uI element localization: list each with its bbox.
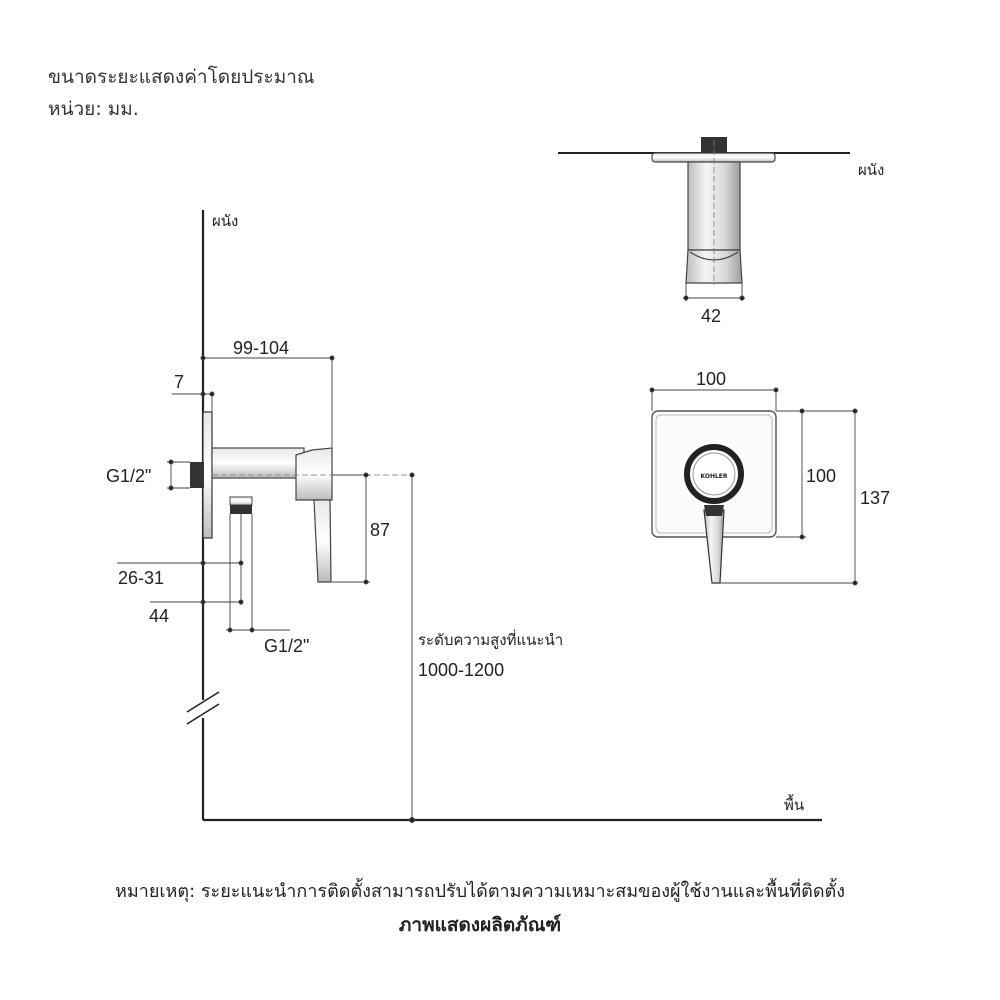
valve-top-view (558, 137, 850, 285)
lever-front (703, 509, 725, 584)
dim-depth: 99-104 (233, 338, 289, 358)
break-mark-1 (186, 691, 220, 713)
dimension-lines-top (683, 283, 745, 301)
valve-front-view: KOHLER (651, 410, 777, 584)
floor-label: พื้น (784, 794, 804, 814)
wall-label-side: ผนัง (212, 212, 238, 230)
recommended-height-label: ระดับความสูงที่แนะนำ (418, 629, 563, 649)
cover-plate-side (202, 411, 213, 539)
dim-inlet-thread: G1/2" (106, 466, 151, 486)
break-mark-2 (186, 703, 220, 725)
dim-plate-height: 100 (806, 466, 836, 486)
dim-outlet-distance: 44 (149, 606, 169, 626)
dim-outlet-thread: G1/2" (264, 636, 309, 656)
installation-note: หมายเหตุ: ระยะแนะนำการติดตั้งสามารถปรับไ… (115, 881, 845, 902)
header-approx-note: ขนาดระยะแสดงค่าโดยประมาณ (48, 66, 315, 88)
outlet-connector (230, 505, 252, 514)
dimension-lines-front (649, 387, 858, 586)
dim-plate-width: 100 (696, 369, 726, 389)
outlet-nut (229, 496, 253, 506)
brand-logo: KOHLER (700, 473, 727, 480)
handle-ring (684, 444, 744, 504)
dim-total-height: 137 (860, 488, 890, 508)
recommended-height-value: 1000-1200 (418, 660, 504, 680)
valve-side-view (190, 411, 415, 583)
cover-plate-top (651, 152, 776, 163)
figure-caption: ภาพแสดงผลิตภัณฑ์ (398, 914, 562, 936)
dim-top-width: 42 (701, 306, 721, 326)
dimension-lines-side (117, 355, 415, 823)
inlet-connector (190, 462, 204, 488)
handle-hub (295, 447, 333, 501)
dim-outlet-offset: 26-31 (118, 568, 164, 588)
wall-label-top: ผนัง (858, 161, 884, 179)
header-unit-note: หน่วย: มม. (48, 98, 139, 120)
dim-plate-thickness: 7 (174, 372, 184, 392)
lever-side (313, 499, 332, 583)
valve-body (211, 447, 305, 479)
dim-handle-drop: 87 (370, 520, 390, 540)
